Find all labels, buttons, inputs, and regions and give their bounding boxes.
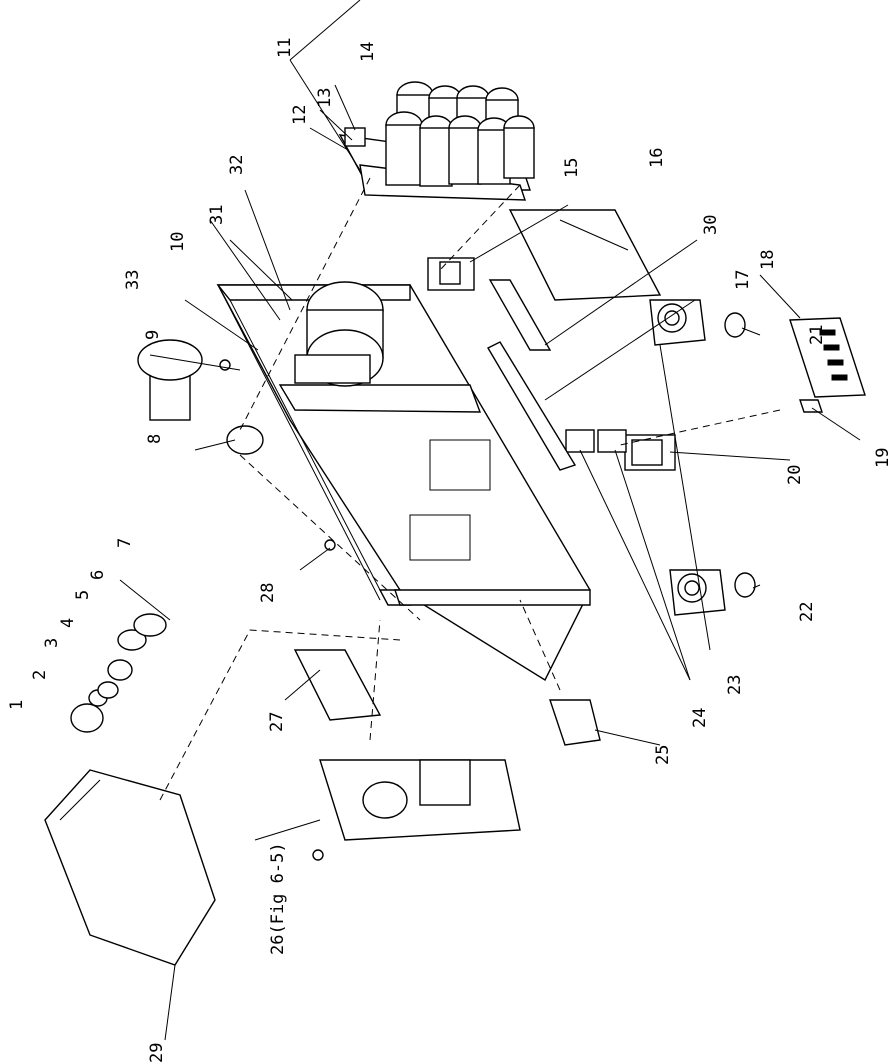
housing-29 bbox=[44, 769, 216, 966]
label-14: 14 bbox=[358, 42, 378, 62]
plate-window bbox=[409, 514, 471, 561]
circuit-board bbox=[508, 209, 662, 301]
label-1: 1 bbox=[7, 700, 27, 710]
part-labels: 1 2 3 4 5 6 7 8 9 10 11 12 13 14 15 16 1… bbox=[7, 38, 893, 1063]
label-5: 5 bbox=[73, 590, 93, 600]
label-3: 3 bbox=[42, 638, 62, 648]
pulley-assembly bbox=[70, 339, 264, 733]
label-13: 13 bbox=[315, 88, 335, 108]
label-7: 7 bbox=[115, 538, 135, 548]
label-27: 27 bbox=[267, 712, 287, 732]
knob-22 bbox=[734, 572, 756, 598]
label-25: 25 bbox=[653, 745, 673, 765]
clip-19 bbox=[799, 399, 823, 413]
relay-24a bbox=[565, 429, 595, 453]
label-22: 22 bbox=[797, 602, 817, 622]
label-12: 12 bbox=[290, 105, 310, 125]
assembly-lines bbox=[159, 177, 781, 801]
label-10: 10 bbox=[168, 232, 188, 252]
capacitor-bank bbox=[338, 81, 535, 201]
label-4: 4 bbox=[58, 618, 78, 628]
label-24: 24 bbox=[690, 708, 710, 728]
bracket-30 bbox=[488, 279, 552, 351]
relay-24b bbox=[597, 429, 627, 453]
label-30: 30 bbox=[701, 215, 721, 235]
label-8: 8 bbox=[145, 434, 165, 444]
plate-window bbox=[429, 439, 491, 491]
label-21: 21 bbox=[807, 325, 827, 345]
label-33: 33 bbox=[123, 270, 143, 290]
relay-20 bbox=[624, 434, 676, 471]
label-6: 6 bbox=[88, 570, 108, 580]
label-28: 28 bbox=[258, 583, 278, 603]
label-16: 16 bbox=[647, 148, 667, 168]
switch-22 bbox=[669, 569, 726, 616]
label-17: 17 bbox=[733, 270, 753, 290]
label-32: 32 bbox=[227, 155, 247, 175]
label-20: 20 bbox=[785, 465, 805, 485]
cover-27 bbox=[293, 649, 382, 721]
leader-lines bbox=[119, 0, 861, 1041]
shaft-rod bbox=[487, 341, 577, 471]
switch-23 bbox=[649, 299, 706, 346]
label-23: 23 bbox=[725, 675, 745, 695]
plug-25 bbox=[549, 699, 601, 746]
screw-28 bbox=[324, 539, 336, 551]
label-31: 31 bbox=[207, 205, 227, 225]
drive-unit-26 bbox=[319, 759, 521, 841]
label-18: 18 bbox=[758, 250, 778, 270]
knob-21 bbox=[724, 312, 746, 338]
label-9: 9 bbox=[143, 330, 163, 340]
label-2: 2 bbox=[30, 670, 50, 680]
terminal-bracket bbox=[344, 127, 366, 147]
terminal-block bbox=[789, 317, 866, 398]
label-19: 19 bbox=[873, 448, 893, 468]
motor bbox=[294, 281, 384, 387]
label-26: 26(Fig 6-5) bbox=[268, 842, 288, 955]
relay-15 bbox=[427, 257, 475, 291]
label-11: 11 bbox=[275, 38, 295, 58]
label-29: 29 bbox=[147, 1043, 167, 1063]
capacitor-cans bbox=[385, 81, 535, 187]
label-15: 15 bbox=[562, 158, 582, 178]
screw bbox=[312, 849, 324, 861]
